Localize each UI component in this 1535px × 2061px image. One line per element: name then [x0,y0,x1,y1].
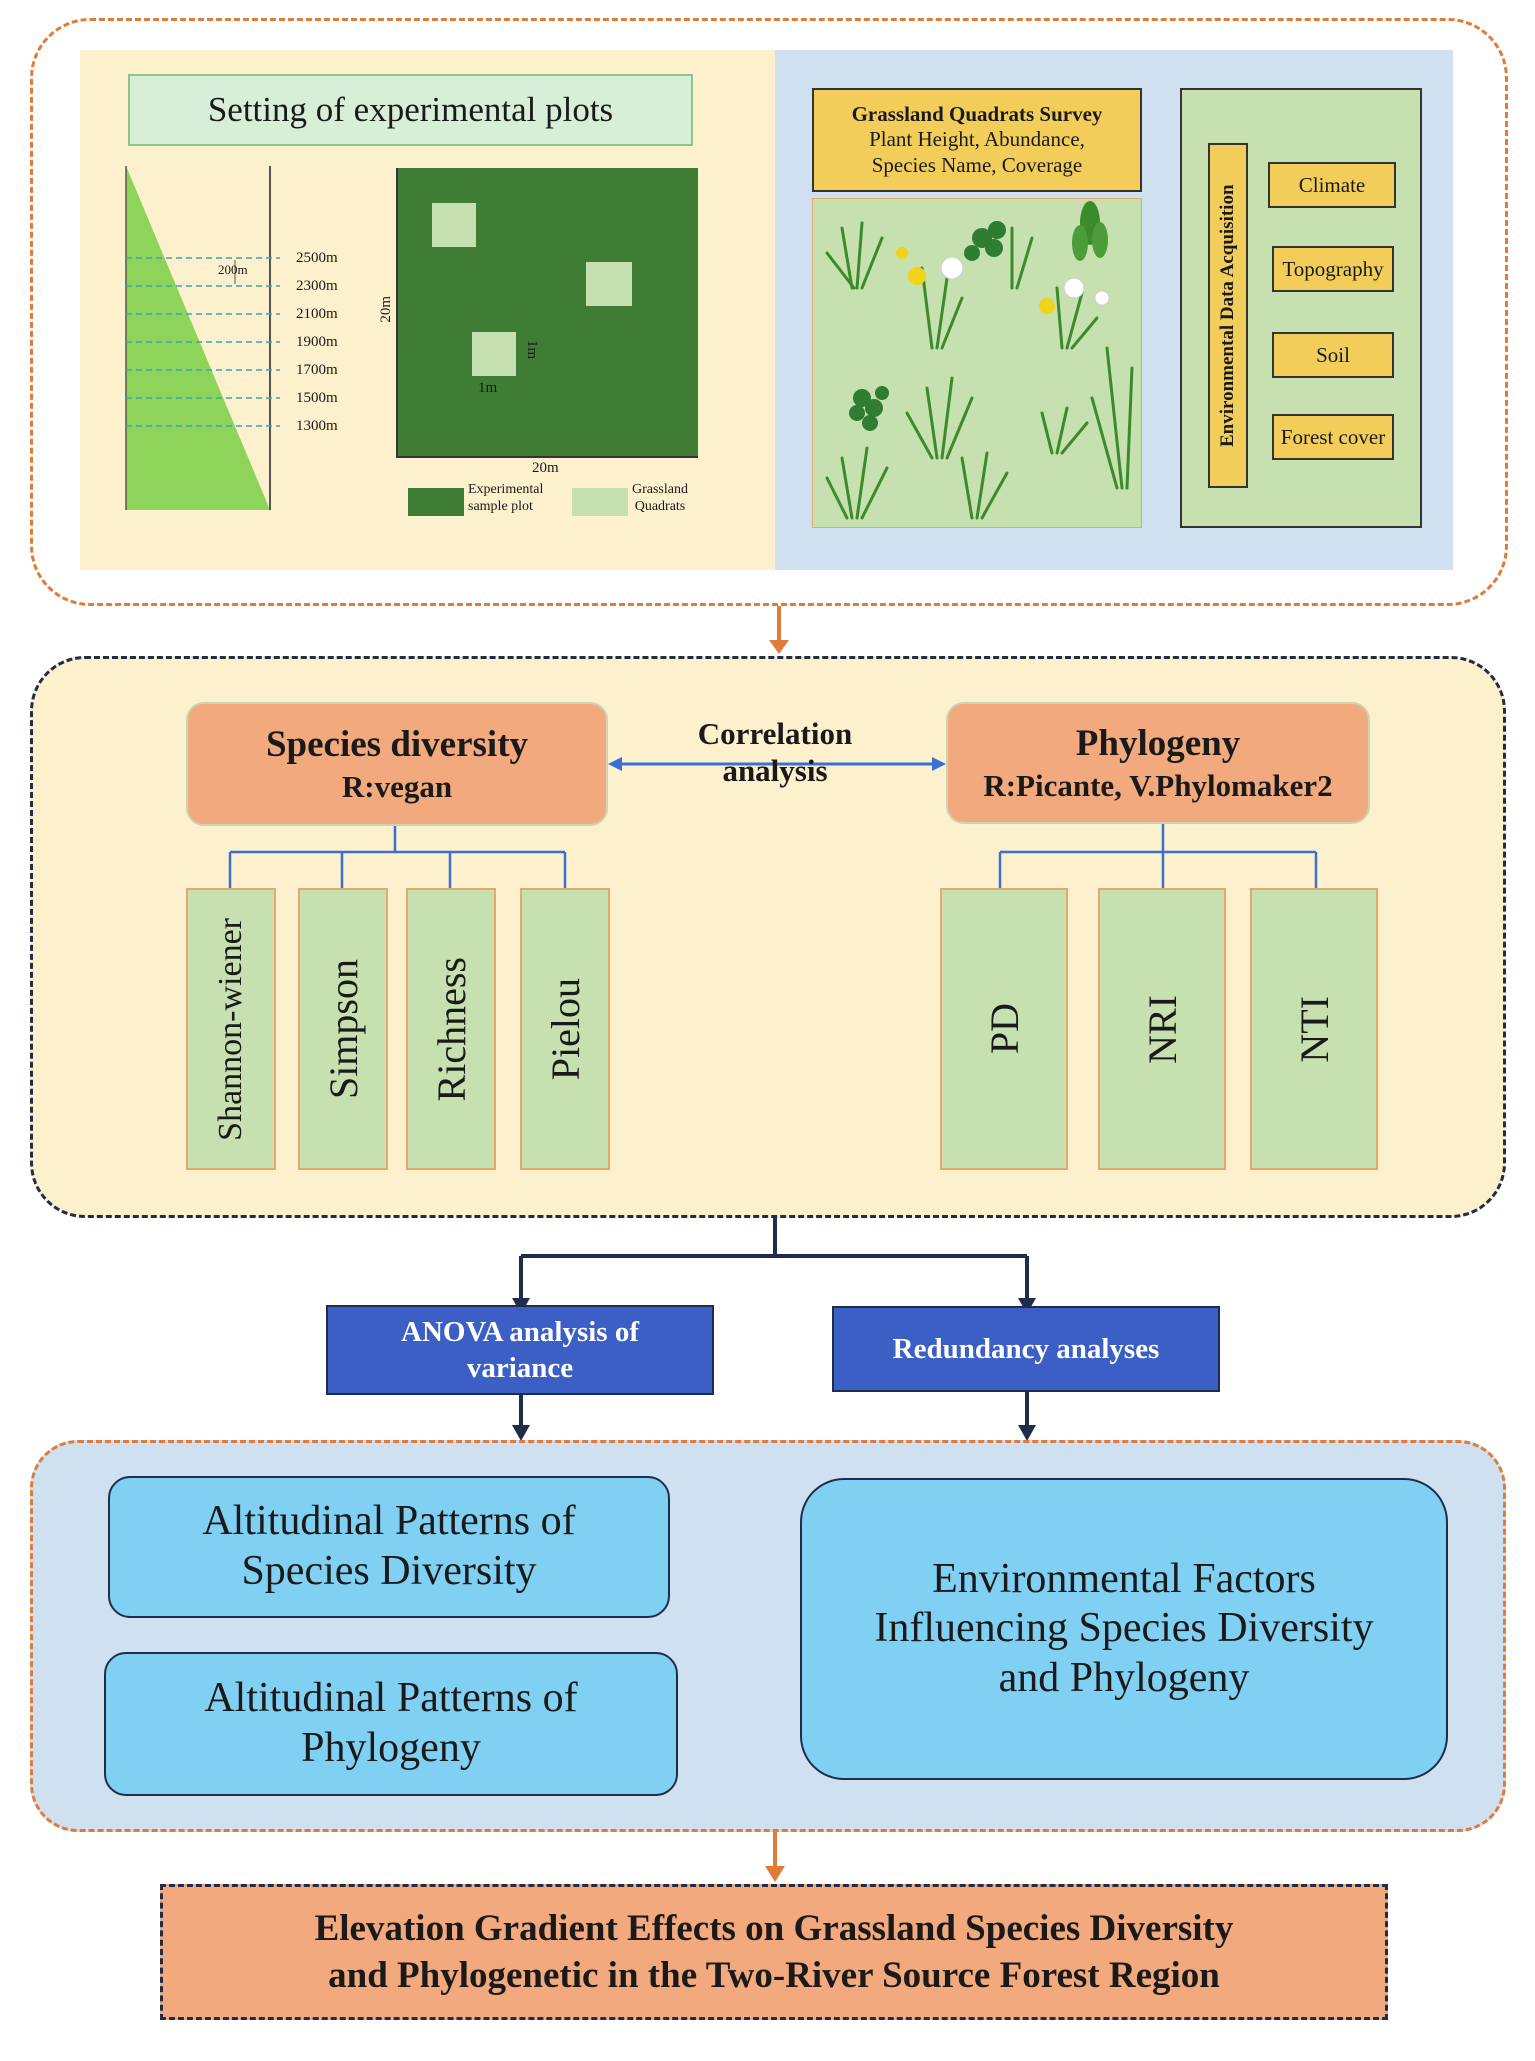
metric-nti: NTI [1250,888,1378,1170]
correlation-label: Correlation analysis [697,716,853,788]
elevation-label: 1300m [296,418,338,434]
env-item-topography: Topography [1272,246,1394,292]
top-section-frame [30,18,1508,606]
elevation-label: 1700m [296,362,338,378]
metric-simpson: Simpson [298,888,388,1170]
redundancy-box: Redundancy analyses [832,1306,1220,1392]
quadrat-width-label: 1m [478,380,498,396]
species-connectors [228,826,567,890]
arrow-top-to-middle [769,606,789,654]
env-item-soil: Soil [1272,332,1394,378]
species-diversity-box: Species diversity R:vegan [186,702,608,826]
conclusion-box: Elevation Gradient Effects on Grassland … [160,1884,1388,2020]
plot-bottom-label: 20m [532,460,559,476]
legend-label-quadrats: Grassland Quadrats [632,482,688,514]
grassland-quadrat [586,262,632,306]
metric-nri: NRI [1098,888,1226,1170]
metric-shannon-wiener: Shannon-wiener [186,888,276,1170]
env-item-climate: Climate [1268,162,1396,208]
elevation-label: 1900m [296,334,338,350]
phylogeny-box: Phylogeny R:Picante, V.Phylomaker2 [946,702,1370,824]
arrow-rda-down [1018,1392,1036,1441]
arrow-anova-down [512,1395,530,1441]
phylogeny-connectors [998,824,1318,890]
anova-box: ANOVA analysis of variance [326,1305,714,1395]
elevation-label: 1500m [296,390,338,406]
spacing-label: 200m [218,262,248,277]
legend-swatch-experimental [408,488,464,516]
arrows-middle-to-analyses [512,1218,1036,1314]
metric-pd: PD [940,888,1068,1170]
elevation-label: 2100m [296,306,338,322]
environmental-factors-box: Environmental Factors Influencing Specie… [800,1478,1448,1780]
legend-label-experimental: Experimental sample plot [468,482,544,514]
plot-side-label: 20m [378,296,394,323]
environmental-data-title: Environmental Data Acquisition [1208,143,1248,488]
quadrat-height-label: 1m [524,340,540,360]
grassland-plants-illustration [812,198,1142,528]
altitudinal-species-box: Altitudinal Patterns of Species Diversit… [108,1476,670,1618]
elevation-label: 2500m [296,250,338,266]
correlation-arrow [608,757,946,771]
elevation-label: 2300m [296,278,338,294]
elevation-gradient-diagram [125,166,280,510]
arrow-results-to-conclusion [765,1832,785,1882]
metric-pielou: Pielou [520,888,610,1170]
grassland-quadrat [472,332,516,376]
plots-title: Setting of experimental plots [128,74,693,146]
altitudinal-phylogeny-box: Altitudinal Patterns of Phylogeny [104,1652,678,1796]
legend-swatch-quadrats [572,488,628,516]
quadrat-survey-box: Grassland Quadrats Survey Plant Height, … [812,88,1142,192]
grassland-quadrat [432,203,476,247]
metric-richness: Richness [406,888,496,1170]
env-item-forest-cover: Forest cover [1272,414,1394,460]
